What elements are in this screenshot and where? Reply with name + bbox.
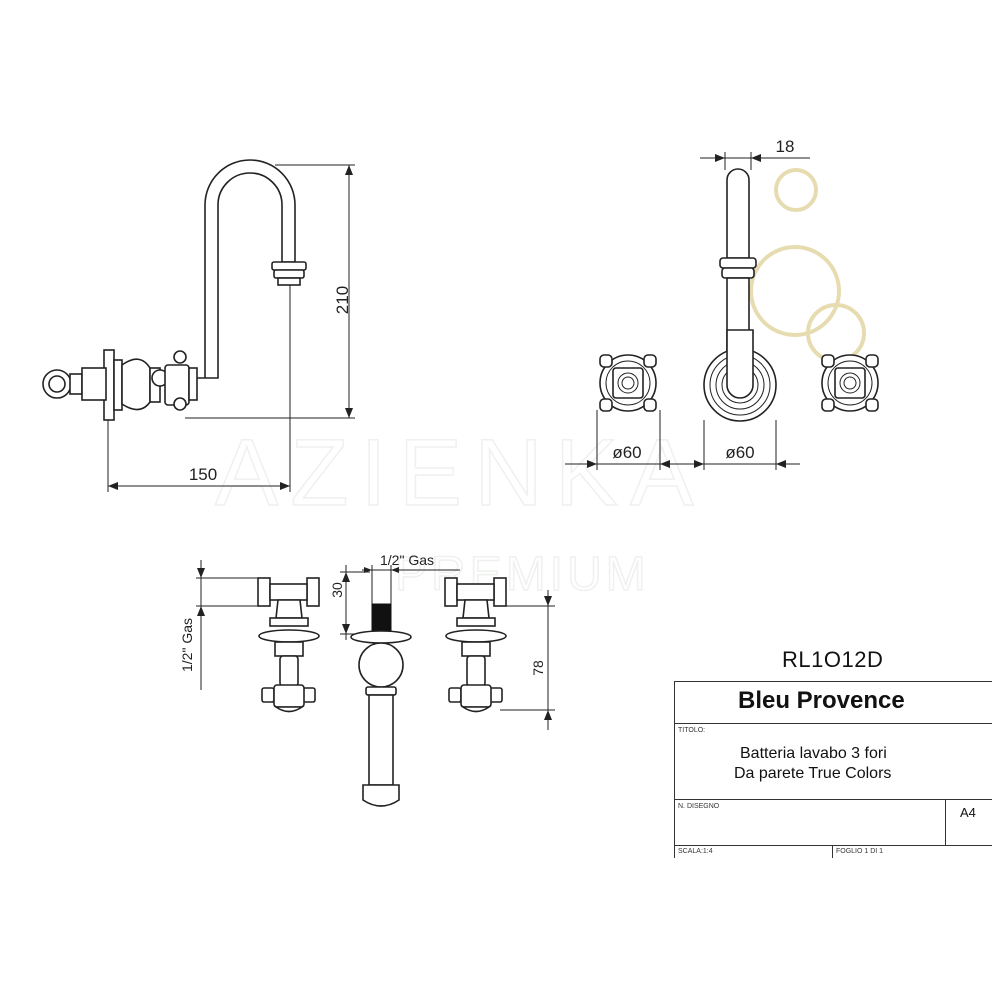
scale-label: SCALA:1:4	[678, 848, 713, 855]
side-view: 210 150	[42, 159, 355, 492]
product-code: RL1O12D	[782, 647, 884, 672]
dim-side-height: 210	[333, 286, 352, 314]
title-line-1: Batteria lavabo 3 fori	[740, 745, 887, 762]
format-label: A4	[960, 805, 976, 820]
dim-top-offset: 18	[776, 137, 795, 156]
center-spout-front	[350, 603, 412, 807]
left-handle-top	[599, 354, 657, 412]
left-valve-front	[257, 577, 320, 713]
brand-name: Bleu Provence	[738, 687, 905, 714]
watermark-sub: PREMIUM	[395, 548, 650, 601]
watermark: AZIENKA PREMIUM	[214, 419, 706, 602]
title-line-2: Da parete True Colors	[734, 765, 892, 782]
dim-front-78: 78	[530, 660, 546, 676]
dim-diameter-left: ø60	[612, 443, 641, 462]
titolo-label: TITOLO:	[678, 727, 706, 734]
dim-front-gas-top: 1/2" Gas	[380, 552, 434, 568]
dim-diameter-center: ø60	[725, 443, 754, 462]
dim-side-width: 150	[189, 465, 217, 484]
front-view: 1/2" Gas 30 1/2" Gas 78	[179, 552, 555, 807]
right-handle-top	[821, 354, 879, 412]
disegno-label: N. DISEGNO	[678, 803, 720, 810]
sheet-label: FOGLIO 1 DI 1	[836, 848, 884, 855]
dim-front-30: 30	[329, 582, 345, 598]
watermark-brand: AZIENKA	[215, 420, 706, 526]
dim-front-gas-left: 1/2" Gas	[179, 618, 195, 672]
top-view: 18	[565, 137, 879, 470]
right-valve-front	[444, 577, 507, 713]
title-block: Bleu Provence TITOLO: Batteria lavabo 3 …	[674, 681, 992, 858]
finish-circles	[749, 168, 866, 363]
